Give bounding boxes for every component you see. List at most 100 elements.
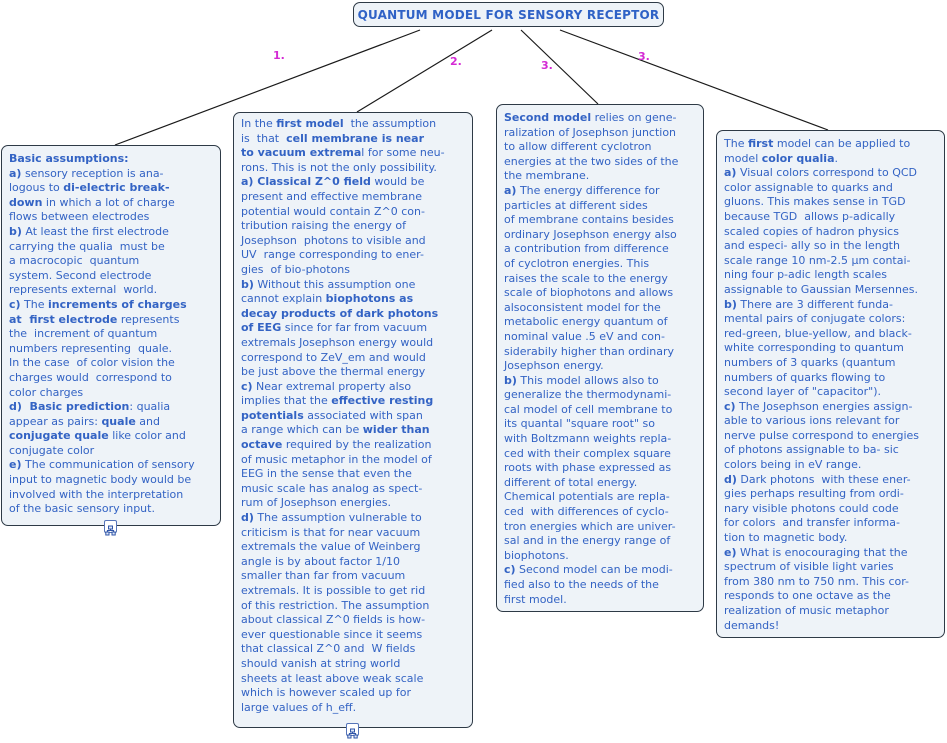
text-run: in which a lot of charge bbox=[42, 195, 175, 209]
text-run: a macrocopic quantum bbox=[9, 254, 140, 268]
text-run: carrying the qualia must be bbox=[9, 239, 165, 253]
text-line: energies at the two sides of the bbox=[504, 155, 697, 170]
text-line: input to magnetic body would be bbox=[9, 473, 214, 488]
text-run: logous to bbox=[9, 181, 64, 195]
concept-text: Basic assumptions:a) sensory reception i… bbox=[9, 150, 214, 517]
concept-second-model[interactable]: Second model relies on gene-ralization o… bbox=[496, 104, 704, 612]
text-line: siderabily higher than ordinary bbox=[504, 345, 697, 360]
text-run: like color and bbox=[108, 429, 186, 443]
text-run: alsoconsistent model for the bbox=[504, 300, 661, 314]
bold-text-run: e) bbox=[9, 458, 22, 472]
bold-text-run: of EEG bbox=[241, 321, 282, 335]
bold-text-run: quale bbox=[101, 414, 136, 428]
text-line: In the case of color vision the bbox=[9, 356, 214, 371]
text-line: The first model can be applied to bbox=[724, 137, 938, 152]
text-run: The bbox=[20, 297, 49, 311]
bold-text-run: b) bbox=[504, 373, 517, 387]
text-run: which is however scaled up for bbox=[241, 686, 411, 700]
text-line: conjugate color bbox=[9, 444, 214, 459]
text-line: about classical Z^0 fields is how- bbox=[241, 613, 466, 628]
text-line: color charges bbox=[9, 386, 214, 401]
text-line: of this restriction. The assumption bbox=[241, 599, 466, 614]
bold-text-run: a) Classical Z^0 field bbox=[241, 175, 371, 189]
text-run: about classical Z^0 fields is how- bbox=[241, 613, 426, 627]
text-run: potential would contain Z^0 con- bbox=[241, 204, 425, 218]
bold-text-run: b) bbox=[241, 277, 254, 291]
text-run: large values of h_eff. bbox=[241, 700, 357, 714]
bold-text-run: a) bbox=[724, 166, 737, 180]
concept-basic-assumptions[interactable]: Basic assumptions:a) sensory reception i… bbox=[1, 145, 221, 526]
text-line: ever questionable since it seems bbox=[241, 628, 466, 643]
text-run: This model allows also to bbox=[516, 373, 659, 387]
bold-text-run: down bbox=[9, 195, 43, 209]
bold-text-run: c) bbox=[724, 399, 736, 413]
text-run: Second model can be modi- bbox=[515, 563, 673, 577]
text-line: e) What is enocouraging that the bbox=[724, 546, 938, 561]
text-line: the membrane. bbox=[504, 169, 697, 184]
text-run: charges would correspond to bbox=[9, 370, 172, 384]
text-line: generalize the thermodynami- bbox=[504, 388, 697, 403]
text-run: the membrane. bbox=[504, 169, 590, 183]
text-line: down in which a lot of charge bbox=[9, 196, 214, 211]
text-run: UV range corresponding to ener- bbox=[241, 248, 424, 262]
text-line: assignable to Gaussian Mersennes. bbox=[724, 283, 938, 298]
text-run: involved with the interpretation bbox=[9, 487, 184, 501]
text-run: nominal value .5 eV and con- bbox=[504, 329, 665, 343]
text-line: a macrocopic quantum bbox=[9, 254, 214, 269]
text-line: at first electrode represents bbox=[9, 313, 214, 328]
main-concept-title[interactable]: QUANTUM MODEL FOR SENSORY RECEPTOR bbox=[353, 2, 664, 27]
text-line: tion to magnetic body. bbox=[724, 531, 938, 546]
bold-text-run: b) bbox=[724, 297, 737, 311]
text-line: mental pairs of conjugate colors: bbox=[724, 312, 938, 327]
text-run: Dark photons with these ener- bbox=[736, 472, 911, 486]
link-line-1 bbox=[114, 29, 421, 146]
text-run: ever questionable since it seems bbox=[241, 627, 423, 641]
text-run: scale range 10 nm-2.5 μm contai- bbox=[724, 253, 911, 267]
text-run: The Josephson energies assign- bbox=[735, 399, 913, 413]
text-line: nominal value .5 eV and con- bbox=[504, 330, 697, 345]
text-run: numbers of quarks flowing to bbox=[724, 370, 886, 384]
text-line: should vanish at string world bbox=[241, 657, 466, 672]
text-run: conjugate color bbox=[9, 443, 95, 457]
text-run: first model. bbox=[504, 592, 567, 606]
bold-text-run: decay products of dark photons bbox=[241, 306, 439, 320]
concept-map-expand-icon[interactable] bbox=[346, 723, 359, 739]
text-run: The energy difference for bbox=[516, 183, 660, 197]
text-line: second layer of "capacitor"). bbox=[724, 385, 938, 400]
text-line: of EEG since for far from vacuum bbox=[241, 321, 466, 336]
text-run: EEG in the sense that even the bbox=[241, 467, 412, 481]
text-run: able to various ions relevant for bbox=[724, 414, 900, 428]
text-line: d) Basic prediction: qualia bbox=[9, 400, 214, 415]
text-line: roots with phase expressed as bbox=[504, 461, 697, 476]
text-line: nerve pulse correspond to energies bbox=[724, 429, 938, 444]
text-line: extremals the value of Weinberg bbox=[241, 540, 466, 555]
link-label-2: 2. bbox=[450, 55, 462, 68]
text-line: c) The Josephson energies assign- bbox=[724, 400, 938, 415]
concept-map-expand-icon[interactable] bbox=[104, 520, 117, 536]
text-run: model can be applied to bbox=[773, 137, 911, 150]
text-run: gies of bio-photons bbox=[241, 262, 351, 276]
bold-text-run: biophotons as bbox=[325, 292, 414, 306]
text-line: angle is by about factor 1/10 bbox=[241, 555, 466, 570]
text-line: from 380 nm to 750 nm. This cor- bbox=[724, 575, 938, 590]
concept-text: Second model relies on gene-ralization o… bbox=[504, 109, 697, 607]
text-run: color charges bbox=[9, 385, 84, 399]
text-line: music scale has analog as spect- bbox=[241, 482, 466, 497]
text-run: siderabily higher than ordinary bbox=[504, 344, 675, 358]
text-line: In the first model the assumption bbox=[241, 117, 466, 132]
text-line: correspond to ZeV_em and would bbox=[241, 351, 466, 366]
text-run: Visual colors correspond to QCD bbox=[736, 166, 917, 180]
text-line: potentials associated with span bbox=[241, 409, 466, 424]
text-run: mental pairs of conjugate colors: bbox=[724, 312, 906, 326]
bold-text-run: b) bbox=[9, 224, 22, 238]
text-line: rons. This is not the only possibility. bbox=[241, 161, 466, 176]
bold-text-run: Second model bbox=[504, 111, 592, 124]
text-line: b) Without this assumption one bbox=[241, 278, 466, 293]
text-run: required by the realization bbox=[282, 438, 432, 452]
text-run: : qualia bbox=[129, 400, 171, 414]
text-run: a range which can be bbox=[241, 423, 363, 437]
